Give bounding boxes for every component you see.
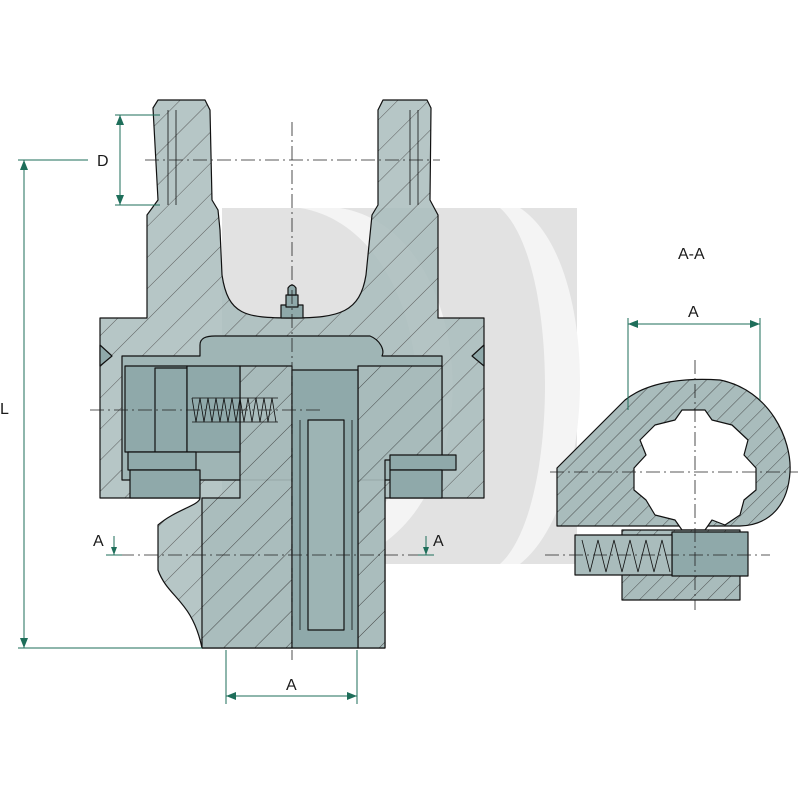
section-a-a-view — [545, 360, 798, 610]
dim-d-label: D — [97, 153, 109, 170]
section-a-right-label: A — [433, 533, 444, 550]
section-locking-pin — [671, 531, 749, 577]
yoke-main-view — [90, 99, 485, 660]
central-shaft — [291, 369, 359, 649]
dimension-a-bottom: A — [225, 650, 358, 704]
locking-pin — [124, 365, 241, 453]
dim-a-section-label: A — [688, 304, 699, 321]
dimension-l: L — [0, 159, 202, 649]
section-marker-left: A — [93, 533, 122, 556]
dim-a-bottom-label: A — [286, 677, 297, 694]
dimension-d: D — [97, 114, 160, 206]
section-marker-right: A — [418, 533, 444, 556]
dim-l-label: L — [0, 401, 9, 418]
section-a-left-label: A — [93, 533, 104, 550]
dimension-a-section: A — [627, 304, 761, 410]
section-title: A-A — [678, 246, 705, 263]
